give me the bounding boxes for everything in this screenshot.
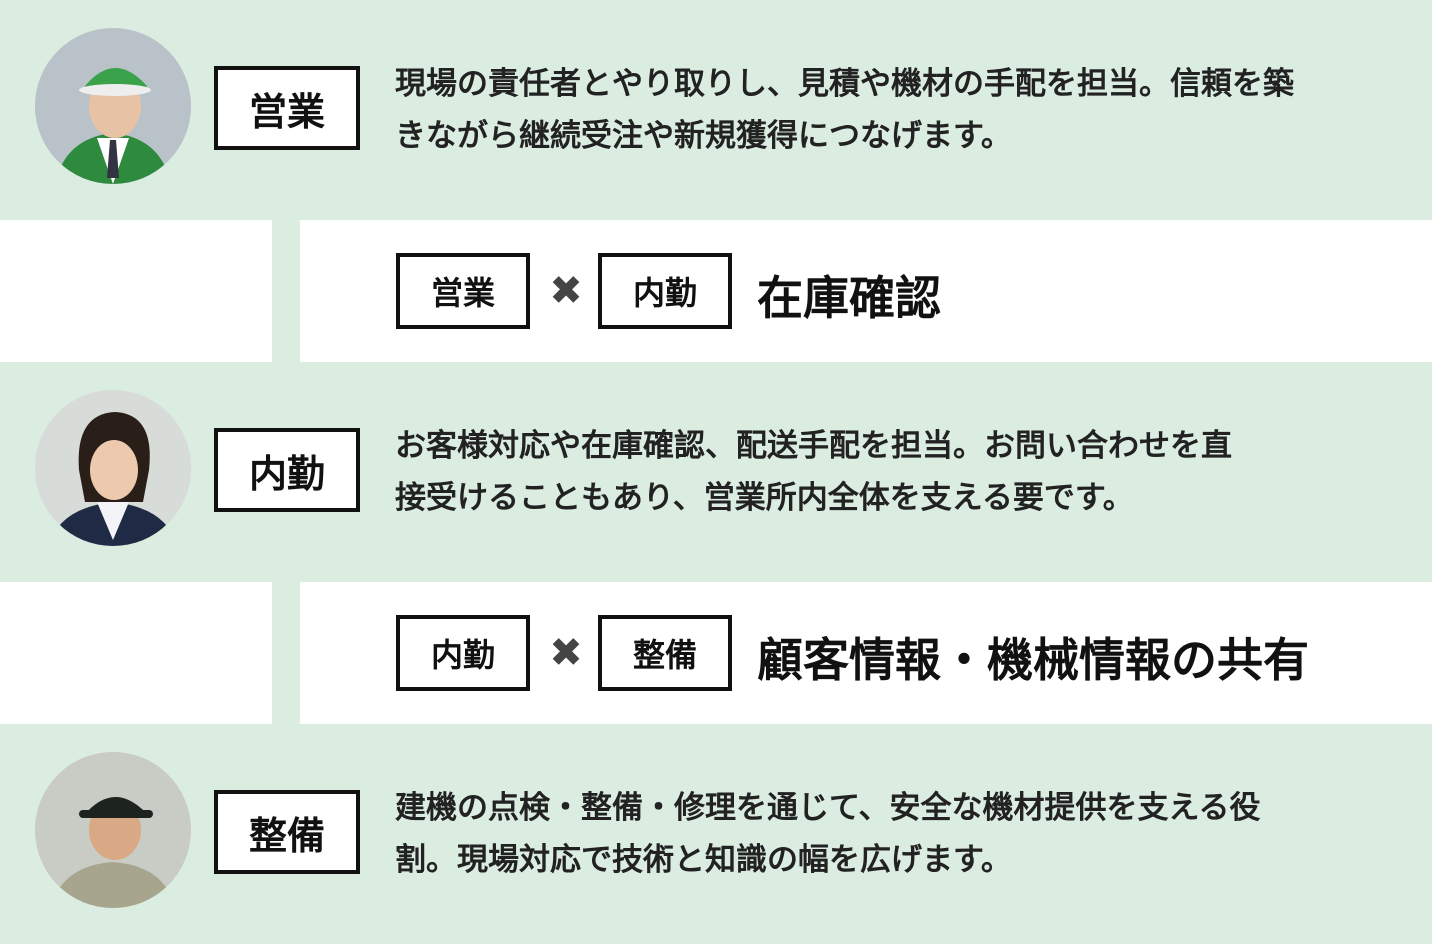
tag-sales: 営業: [396, 253, 530, 329]
office-staff-photo: [35, 390, 191, 546]
connector-spacer: [0, 220, 272, 362]
connector-spacer: [0, 582, 272, 724]
role-label-sales: 営業: [214, 66, 360, 150]
desc-line: 接受けることもあり、営業所内全体を支える要です。: [395, 480, 1134, 515]
collaboration-title-2: 顧客情報・機械情報の共有: [757, 634, 1309, 686]
role-label-office: 内勤: [214, 428, 360, 512]
collaboration-title-1: 在庫確認: [757, 272, 941, 324]
role-description-office: お客様対応や在庫確認、配送手配を担当。お問い合わせを直 接受けることもあり、営業…: [395, 420, 1395, 524]
desc-line: きながら継続受注や新規獲得につなげます。: [395, 118, 1012, 153]
role-label-maintenance: 整備: [214, 790, 360, 874]
desc-line: 建機の点検・整備・修理を通じて、安全な機材提供を支える役: [395, 790, 1261, 825]
maintenance-staff-photo: [35, 752, 191, 908]
tag-maintenance: 整備: [598, 615, 732, 691]
role-description-maintenance: 建機の点検・整備・修理を通じて、安全な機材提供を支える役 割。現場対応で技術と知…: [395, 782, 1395, 886]
role-description-sales: 現場の責任者とやり取りし、見積や機材の手配を担当。信頼を築 きながら継続受注や新…: [395, 58, 1395, 162]
times-icon: ✖: [549, 269, 583, 313]
tag-office: 内勤: [396, 615, 530, 691]
times-icon: ✖: [549, 631, 583, 675]
desc-line: 現場の責任者とやり取りし、見積や機材の手配を担当。信頼を築: [395, 66, 1294, 101]
sales-staff-photo: [35, 28, 191, 184]
tag-office: 内勤: [598, 253, 732, 329]
desc-line: 割。現場対応で技術と知識の幅を広げます。: [395, 842, 1012, 877]
desc-line: お客様対応や在庫確認、配送手配を担当。お問い合わせを直: [395, 428, 1232, 463]
